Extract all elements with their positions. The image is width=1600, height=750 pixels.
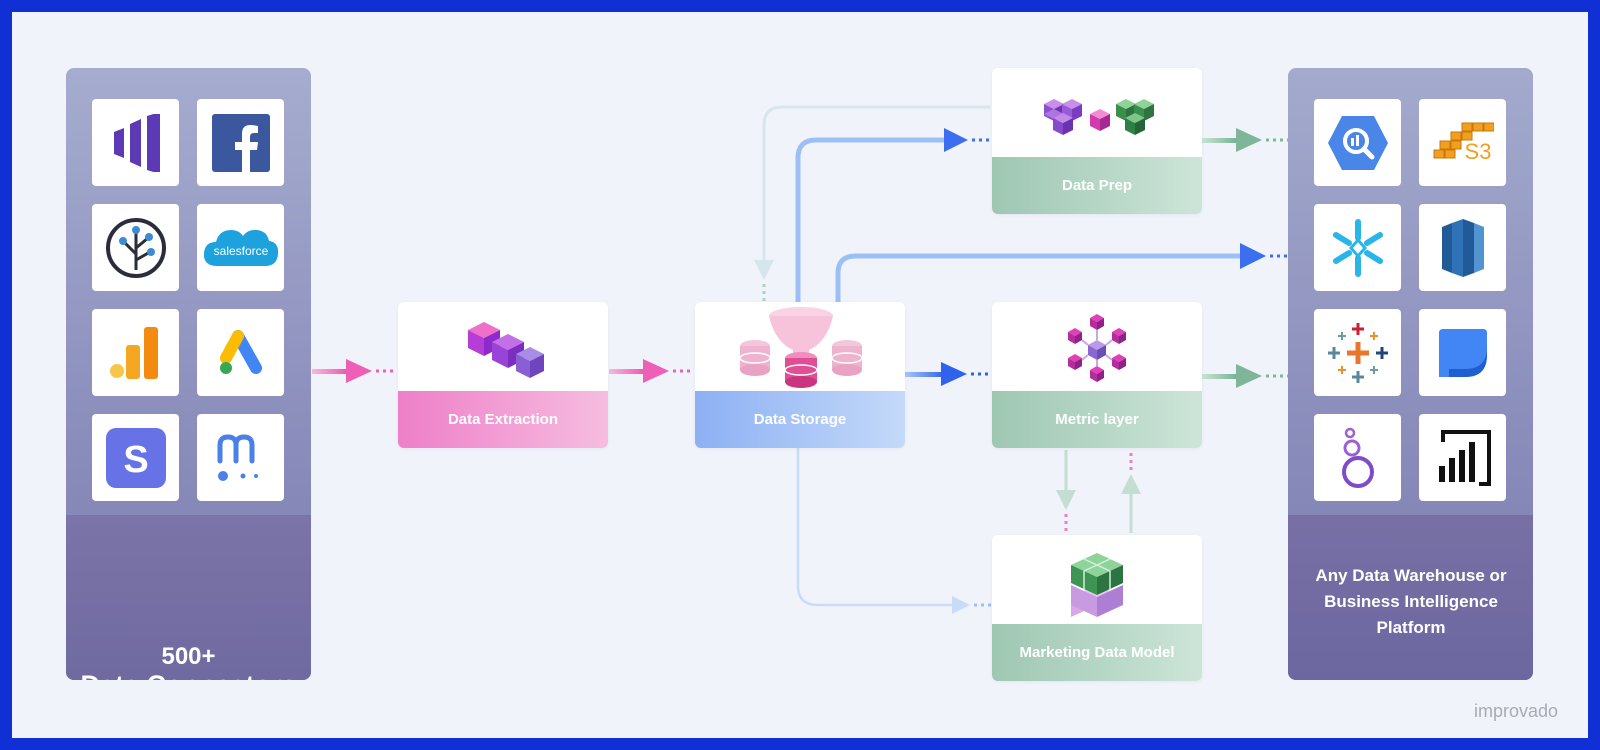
metric-layer-card[interactable]: Metric layer [992,302,1202,448]
storage-databases-icon [695,302,905,391]
source-panel-footer [66,515,311,680]
data-storage-card[interactable]: Data Storage [695,302,905,448]
marketing-data-model-label: Marketing Data Model [992,624,1202,681]
looker-studio-icon[interactable] [1419,309,1506,396]
arrow-metric-to-model [1056,450,1076,533]
bigquery-icon[interactable] [1314,99,1401,186]
facebook-icon[interactable] [197,99,284,186]
arrow-prep-to-destinations [1202,128,1288,152]
s3-wordmark: S3 [1464,139,1491,164]
salesforce-wordmark: salesforce [213,244,268,258]
destinations-title-line3: Platform [1376,618,1446,637]
google-analytics-icon[interactable] [92,309,179,396]
looker-icon[interactable] [1314,414,1401,501]
destinations-title-line2: Business Intelligence [1324,592,1498,611]
arrow-storage-to-destinations [835,243,1288,302]
svg-text:S: S [123,439,148,481]
redshift-icon[interactable] [1419,204,1506,291]
arrow-storage-to-metric [905,362,991,386]
google-ads-icon[interactable] [197,309,284,396]
destinations-panel-footer [1288,515,1533,680]
prep-cubes-icon [992,68,1202,157]
destinations-title-line1: Any Data Warehouse or [1315,566,1507,585]
metric-layer-label: Metric layer [992,391,1202,448]
arrow-prep-to-storage [754,105,990,301]
connector-count: 500+ [161,643,216,670]
metric-network-icon [992,302,1202,391]
data-prep-card[interactable]: Data Prep [992,68,1202,214]
extraction-cubes-icon [398,302,608,391]
power-bi-icon[interactable] [1419,414,1506,501]
connectors-title: Data Connectors [66,670,311,680]
improvado-logo: improvado [1474,701,1559,721]
source-connectors-panel: salesforce S 500+ Data Connectors [66,68,311,680]
mailchimp-m-icon[interactable] [197,414,284,501]
arrow-sources-to-extraction [312,359,396,383]
salesforce-icon[interactable]: salesforce [197,204,284,291]
data-prep-label: Data Prep [992,157,1202,214]
arrow-extraction-to-storage [609,359,693,383]
tableau-icon[interactable] [1314,309,1401,396]
amazon-s3-icon[interactable]: S3 [1419,99,1506,186]
arrow-storage-to-model [796,448,991,614]
branch-icon[interactable] [92,204,179,291]
marketing-data-model-card[interactable]: Marketing Data Model [992,535,1202,681]
destinations-panel: S3 [1288,68,1533,680]
snowflake-icon[interactable] [1314,204,1401,291]
data-extraction-label: Data Extraction [398,391,608,448]
stripe-icon[interactable]: S [92,414,179,501]
arrow-storage-to-prep [795,128,992,302]
arrow-model-to-metric [1121,450,1141,533]
data-extraction-card[interactable]: Data Extraction [398,302,608,448]
model-stack-icon [992,535,1202,624]
data-storage-label: Data Storage [695,391,905,448]
marketo-icon[interactable] [92,99,179,186]
arrow-metric-to-destinations [1202,364,1288,388]
